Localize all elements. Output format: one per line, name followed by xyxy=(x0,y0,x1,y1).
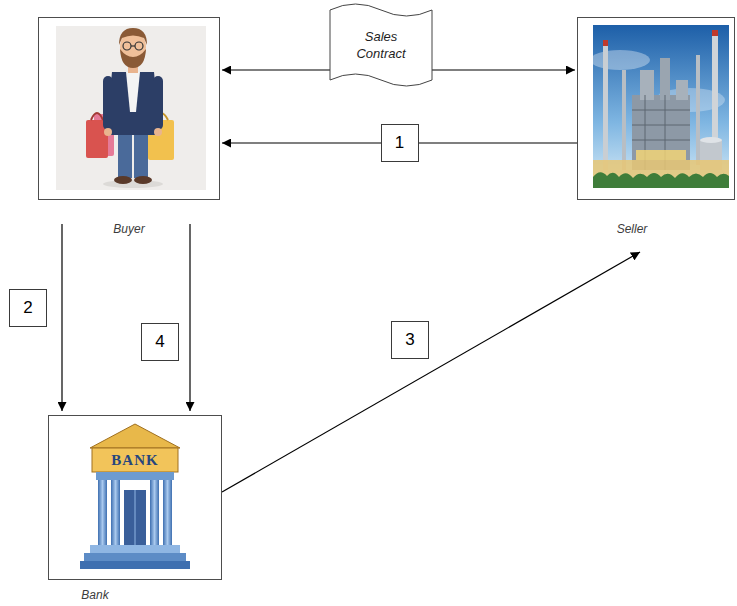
node-caption: Buyer xyxy=(113,222,144,236)
shopper-picture xyxy=(106,72,160,135)
refinery-picture xyxy=(603,40,608,46)
shopper-picture xyxy=(153,76,163,130)
bank-box: Bank xyxy=(48,415,222,580)
bank-building-picture xyxy=(98,480,107,545)
shopper-picture xyxy=(119,28,147,45)
shopper-picture xyxy=(114,176,132,184)
refinery-picture xyxy=(593,25,729,188)
refinery-picture xyxy=(593,160,729,188)
refinery-picture xyxy=(603,40,608,170)
step-number: 1 xyxy=(381,124,419,162)
shopper-picture xyxy=(154,128,162,136)
flow-arrow xyxy=(61,224,62,411)
step-number: 3 xyxy=(391,321,429,359)
step-number-holder: 2 xyxy=(9,289,47,327)
bank-building-picture xyxy=(135,490,136,545)
bank-building-picture xyxy=(80,561,190,569)
refinery-picture xyxy=(632,95,690,170)
refinery-picture xyxy=(696,55,700,165)
shopper-picture xyxy=(56,26,206,190)
shopper-picture xyxy=(135,42,143,50)
step-number: 4 xyxy=(141,323,179,361)
bank-building-picture xyxy=(92,448,178,472)
flow-arrow xyxy=(432,69,575,70)
seller-box: Seller xyxy=(577,17,735,200)
flow-arrow xyxy=(189,224,190,411)
bank-building-picture xyxy=(90,424,180,448)
document-text: Sales Contract xyxy=(345,28,417,62)
step-number-holder: 3 xyxy=(391,321,429,359)
step-number: 2 xyxy=(9,289,47,327)
bank-building-picture xyxy=(124,490,146,545)
shopper-picture xyxy=(126,72,140,112)
node-caption: Seller xyxy=(617,222,648,236)
bank-building-picture xyxy=(150,480,159,545)
refinery-picture xyxy=(660,58,670,100)
shopper-picture xyxy=(103,76,113,130)
shopper-picture xyxy=(134,176,152,184)
bank-building-picture xyxy=(111,480,120,545)
bank-building-picture xyxy=(84,553,186,561)
shopper-picture xyxy=(134,130,148,178)
bank-sign-text: BANK xyxy=(111,452,158,469)
refinery-picture xyxy=(636,150,686,160)
bank-building-picture xyxy=(80,424,190,569)
contract-document: Sales Contract xyxy=(330,4,432,86)
refinery-picture xyxy=(622,70,626,170)
bank-building-picture xyxy=(90,545,180,553)
refinery-picture xyxy=(593,172,729,188)
refinery-picture xyxy=(593,25,729,188)
shopper-picture xyxy=(123,42,131,50)
buyer-box: Buyer xyxy=(38,17,220,200)
label-holder: BANK xyxy=(111,452,158,469)
refinery-picture xyxy=(632,95,690,170)
step-number-holder: 4 xyxy=(141,323,179,361)
shopper-picture xyxy=(91,113,103,120)
refinery-picture xyxy=(640,70,654,100)
document-outline xyxy=(330,4,432,86)
shopper-picture xyxy=(118,130,132,178)
shopper-picture xyxy=(103,180,163,188)
refinery-picture xyxy=(676,80,688,100)
step-number-holder: 1 xyxy=(381,124,419,162)
refinery-picture xyxy=(593,50,650,70)
flow-arrow xyxy=(222,252,640,492)
shopper-picture xyxy=(56,26,206,190)
refinery-picture xyxy=(712,30,718,36)
shopper-picture xyxy=(120,49,146,68)
shopper-picture xyxy=(104,128,112,136)
bank-building-picture xyxy=(96,472,174,480)
document-outline xyxy=(330,4,432,86)
node-caption: Bank xyxy=(81,588,108,602)
flow-arrow xyxy=(222,69,330,70)
bank-building-picture xyxy=(163,480,172,545)
shopper-picture xyxy=(131,45,135,46)
refinery-picture xyxy=(700,137,722,143)
